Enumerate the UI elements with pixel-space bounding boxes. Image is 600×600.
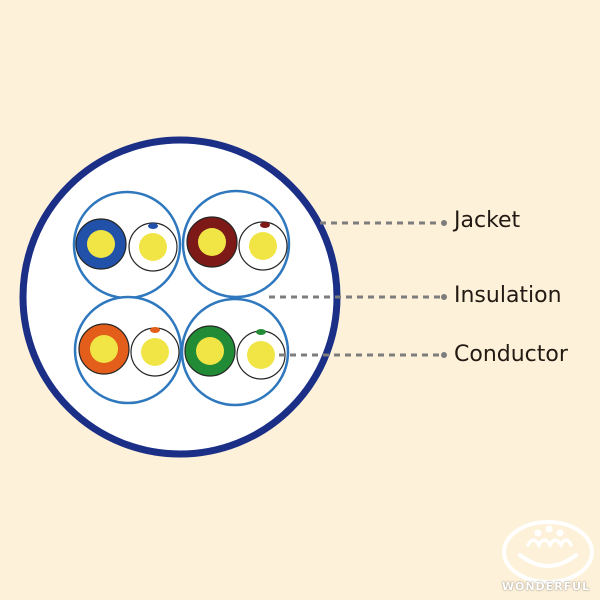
brand-wordmark: WONDERFUL	[501, 580, 591, 593]
jacket-leader-line	[320, 220, 447, 226]
conductor-label: Conductor	[454, 342, 568, 367]
twisted-pair-brown	[181, 189, 291, 299]
insulation-label: Insulation	[454, 283, 562, 308]
insulation-leader-line	[269, 294, 447, 300]
brown-stripe-mark	[260, 222, 270, 228]
twisted-pair-orange	[73, 295, 183, 405]
orange-conductor	[90, 335, 118, 363]
orange-stripe-mark	[150, 327, 160, 333]
white-orange-conductor	[141, 338, 169, 366]
cable-jacket	[19, 136, 341, 458]
twisted-pair-blue	[72, 190, 182, 300]
leader-lines	[269, 220, 447, 358]
blue-conductor	[87, 230, 115, 258]
white-brown-conductor	[249, 232, 277, 260]
green-conductor	[196, 337, 224, 365]
white-blue-conductor	[139, 233, 167, 261]
brown-conductor	[198, 228, 226, 256]
green-stripe-mark	[256, 329, 266, 335]
jacket-label: Jacket	[454, 208, 521, 233]
wonderful-logo	[502, 520, 594, 584]
twisted-pair-green	[180, 297, 290, 407]
blue-stripe-mark	[148, 223, 158, 229]
conductor-leader-line	[279, 352, 447, 358]
white-green-conductor	[247, 341, 275, 369]
